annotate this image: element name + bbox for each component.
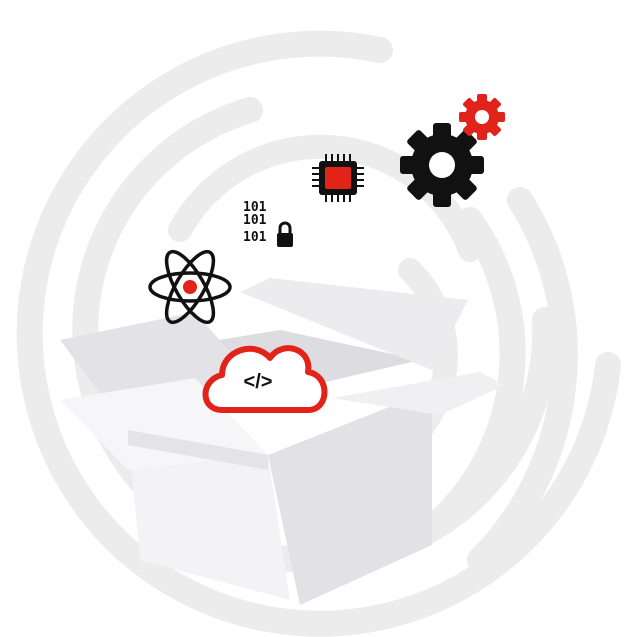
middle-ring-right [417, 207, 526, 543]
code-symbol: </> [244, 371, 273, 393]
svg-text:101: 101 [243, 230, 267, 245]
atom-icon [148, 249, 232, 325]
box-edge-shadow [128, 430, 268, 470]
box-face-left [128, 430, 290, 600]
svg-text:101: 101 [243, 200, 267, 215]
small-gear-icon [459, 94, 505, 140]
box-face-right [268, 390, 432, 605]
binary-lock-icon: 101 101 101 [243, 200, 293, 247]
box-flap-back [240, 278, 468, 370]
outer-ring-right [467, 187, 578, 573]
cpu-chip-icon [312, 154, 364, 202]
gear-icon [400, 123, 484, 207]
cloud-code-icon: </> [202, 345, 328, 413]
box-flap-right [332, 372, 505, 415]
svg-text:101: 101 [243, 213, 267, 228]
outer-ring [16, 30, 621, 637]
